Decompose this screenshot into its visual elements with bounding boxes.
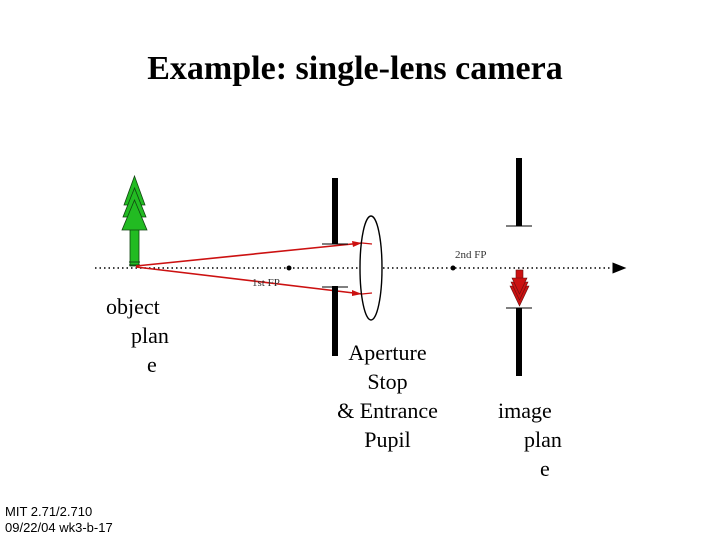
aperture-line-3: & Entrance	[337, 398, 438, 423]
ray-upper-arrowhead	[352, 241, 362, 247]
first-fp-label: 1st FP	[252, 277, 280, 289]
footer: MIT 2.71/2.710 09/22/04 wk3-b-17	[5, 504, 113, 536]
aperture-line-1: Aperture	[348, 340, 427, 365]
image-plane-label: image plan e	[492, 396, 592, 483]
page-title: Example: single-lens camera	[147, 50, 563, 87]
object-arrow	[121, 174, 148, 267]
second-fp-dot	[450, 265, 456, 271]
ray-upper	[135, 242, 363, 267]
object-plane-line-1: object	[106, 294, 160, 319]
image-plane	[506, 158, 532, 376]
object-plane-line-2: plan	[131, 323, 169, 348]
footer-line-2: 09/22/04 wk3-b-17	[5, 520, 113, 535]
image-arrow	[509, 269, 530, 307]
image-plane-line-3: e	[540, 456, 550, 481]
lens	[359, 215, 383, 321]
first-fp-dot	[286, 265, 292, 271]
aperture-line-2: Stop	[367, 369, 408, 394]
aperture-label: Aperture Stop & Entrance Pupil	[320, 338, 455, 454]
object-plane-label: object plan e	[100, 292, 195, 379]
ray-lower	[135, 266, 363, 295]
second-fp-label: 2nd FP	[455, 249, 487, 261]
aperture-stop	[322, 178, 348, 356]
image-plane-line-1: image	[498, 398, 552, 423]
aperture-line-4: Pupil	[364, 427, 411, 452]
object-plane-line-3: e	[147, 352, 157, 377]
image-plane-line-2: plan	[524, 427, 562, 452]
footer-line-1: MIT 2.71/2.710	[5, 504, 93, 519]
ray-lower-arrowhead	[352, 290, 362, 296]
